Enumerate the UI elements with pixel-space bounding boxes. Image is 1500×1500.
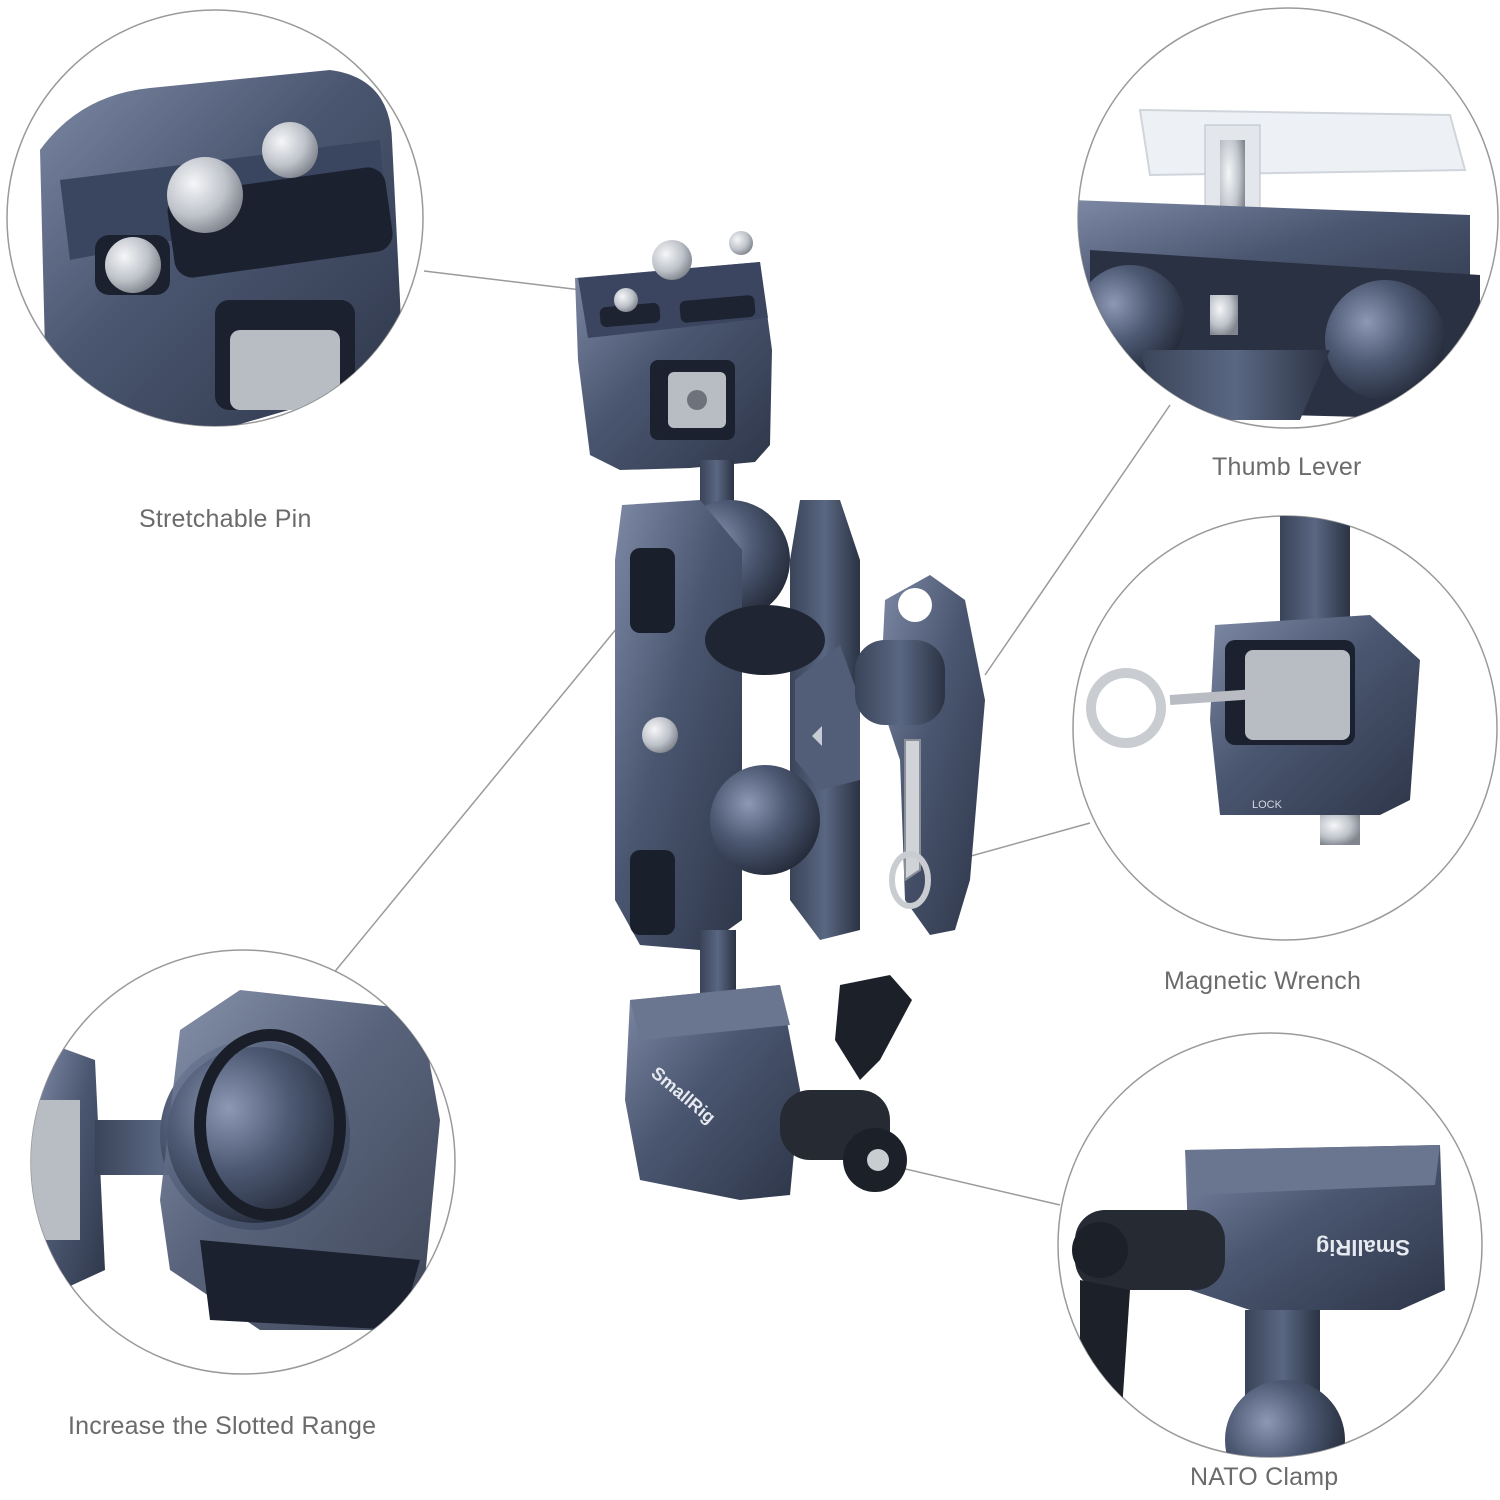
detail-circle-slotted-range (30, 949, 456, 1375)
caption-nato-clamp: NATO Clamp (1190, 1463, 1339, 1491)
top-quick-release-mount (575, 231, 772, 470)
detail-circle-nato-clamp: SmallRig (1057, 1032, 1483, 1458)
middle-ball (710, 765, 820, 875)
thumb-lever (855, 575, 985, 935)
caption-magnetic-wrench: Magnetic Wrench (1164, 967, 1362, 995)
stretchable-pin-screw (167, 157, 243, 233)
detail-circle-stretchable-pin (6, 9, 424, 427)
magnet-dot (642, 717, 678, 753)
screw-pin (652, 240, 692, 280)
callout-line-thumb-lever (984, 404, 1171, 676)
callout-lines (331, 270, 1171, 1206)
magic-arm-assembly: SmallRig (575, 231, 985, 1200)
caption-stretchable-pin: Stretchable Pin (139, 505, 312, 533)
svg-text:SmallRig: SmallRig (1316, 1235, 1410, 1260)
callout-line-nato-clamp (879, 1162, 1061, 1206)
callout-line-slotted-range (331, 599, 641, 976)
arm-body (615, 500, 860, 950)
callout-line-stretchable-pin (423, 270, 599, 293)
svg-text:LOCK: LOCK (1252, 799, 1283, 811)
caption-thumb-lever: Thumb Lever (1212, 453, 1362, 481)
nato-clamp-main: SmallRig (625, 975, 912, 1200)
caption-increase-slotted-range: Increase the Slotted Range (68, 1412, 377, 1440)
detail-circle-magnetic-wrench: LOCK (1072, 515, 1498, 941)
detail-circle-thumb-lever (1077, 7, 1499, 429)
